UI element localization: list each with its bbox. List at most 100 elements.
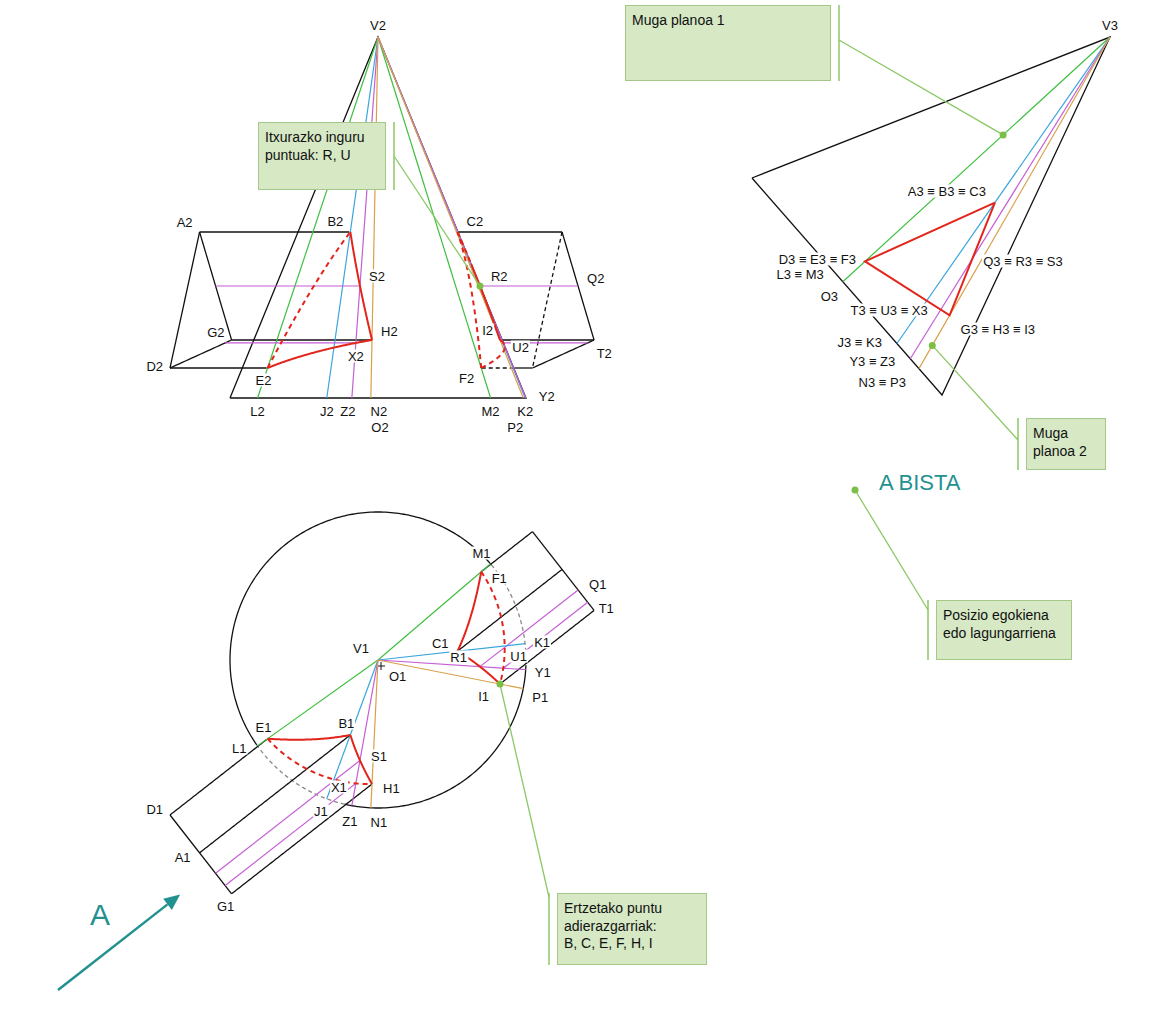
point-label: T1 xyxy=(598,602,615,615)
prism-edge xyxy=(200,736,350,853)
point-label: U1 xyxy=(509,650,528,663)
intersection-curve xyxy=(268,203,995,784)
point-label: T3 ≡ U3 ≡ X3 xyxy=(849,303,928,316)
point-label: X2 xyxy=(347,349,365,362)
prism-edge xyxy=(501,610,594,683)
prism-edge xyxy=(232,339,372,340)
prism-edge xyxy=(200,231,350,232)
callout-box: Muga planoa 2 xyxy=(1026,418,1106,470)
cone-side-view xyxy=(752,37,1110,395)
point-label: V2 xyxy=(369,19,387,32)
point-label: R1 xyxy=(449,650,468,663)
generatrix xyxy=(378,37,525,398)
point-label: H2 xyxy=(380,325,399,338)
callout-box: Itxurazko inguru puntuak: R, U xyxy=(258,122,386,190)
generatrix xyxy=(258,660,378,746)
prism-end xyxy=(170,232,200,368)
point-label: I1 xyxy=(477,690,490,703)
point-label: P2 xyxy=(506,421,524,434)
intersection-curve xyxy=(481,345,504,368)
auxiliary-plane-line xyxy=(225,342,356,343)
point-label: U2 xyxy=(511,340,530,353)
point-label: N1 xyxy=(370,815,389,828)
point-label: M2 xyxy=(481,405,501,418)
cone-outline xyxy=(230,37,1110,808)
point-label: J1 xyxy=(313,804,329,817)
view-title: A BISTA xyxy=(878,472,962,494)
generatrix xyxy=(897,37,1110,343)
point-label: K1 xyxy=(533,635,551,648)
intersection-curve xyxy=(350,232,372,340)
section-triangle xyxy=(865,203,995,316)
prism-edge xyxy=(170,367,267,368)
view-arrow-head xyxy=(163,895,180,910)
point-label: A2 xyxy=(176,216,194,229)
auxiliary-plane-line xyxy=(503,602,587,668)
point-label: F1 xyxy=(491,571,508,584)
point-label: O3 xyxy=(820,289,839,302)
point-label: T2 xyxy=(596,346,613,359)
point-label: F2 xyxy=(458,372,475,385)
intersection-curve xyxy=(481,572,504,684)
auxiliary-plane-line xyxy=(225,783,356,885)
point-label: E2 xyxy=(255,374,273,387)
view-arrow-label: A xyxy=(89,900,111,930)
prism-edge xyxy=(482,367,515,368)
generatrix xyxy=(378,37,523,398)
leader-line xyxy=(855,490,928,610)
intersection-curve xyxy=(268,739,372,784)
auxiliary-plane-line xyxy=(480,285,578,286)
prism-edge xyxy=(458,569,562,650)
callout-text: Posizio egokiena edo lagungarriena xyxy=(943,607,1065,642)
intersection-curve xyxy=(458,572,482,651)
leader-line xyxy=(500,684,549,897)
intersection-curve xyxy=(500,340,504,345)
generatrix xyxy=(378,660,523,689)
prism-end-hidden xyxy=(532,232,562,368)
point-label: V1 xyxy=(352,642,370,655)
point-label: L2 xyxy=(249,405,265,418)
centre-mark xyxy=(381,662,382,670)
leader-dot xyxy=(476,283,483,290)
generatrix xyxy=(378,37,526,398)
point-label: Z1 xyxy=(341,814,358,827)
prism-end xyxy=(532,532,594,611)
point-label: Q1 xyxy=(588,577,607,590)
point-label: N2 xyxy=(370,405,389,418)
generatrix xyxy=(371,37,378,398)
point-label: Y2 xyxy=(538,390,556,403)
point-label: L3 ≡ M3 xyxy=(775,267,824,280)
intersection-curve xyxy=(268,735,351,740)
point-label: G1 xyxy=(216,899,235,912)
prism-edge xyxy=(170,739,267,815)
prism-end xyxy=(532,340,594,368)
point-label: X1 xyxy=(330,781,348,794)
point-label: O2 xyxy=(370,421,389,434)
intersection-curve xyxy=(458,232,472,264)
point-label: E1 xyxy=(255,720,273,733)
point-label: Z2 xyxy=(339,405,356,418)
prism-end xyxy=(170,340,232,368)
leader-dot xyxy=(1000,131,1007,138)
point-label: C1 xyxy=(431,637,450,650)
intersection-curve xyxy=(458,232,482,368)
leader-dot xyxy=(852,487,859,494)
callout-text: Itxurazko inguru puntuak: R, U xyxy=(265,129,379,164)
point-label: I2 xyxy=(481,324,494,337)
prism-end xyxy=(170,815,232,894)
point-label: D2 xyxy=(145,360,164,373)
generatrix xyxy=(919,37,1110,369)
callout-box: Ertzetako puntu adierazgarriak: B, C, E,… xyxy=(557,893,707,965)
intersection-curve xyxy=(268,340,372,368)
generatrix xyxy=(843,37,1110,282)
intersection-curve xyxy=(350,735,372,784)
auxiliary-lines xyxy=(216,37,1110,886)
point-label: G2 xyxy=(206,326,225,339)
point-label: A3 ≡ B3 ≡ C3 xyxy=(907,184,987,197)
generatrix xyxy=(378,37,491,398)
auxiliary-plane-line xyxy=(216,760,360,873)
point-label: O1 xyxy=(388,670,407,683)
point-label: K2 xyxy=(516,405,534,418)
callout-text: Ertzetako puntu adierazgarriak: B, C, E,… xyxy=(564,900,670,953)
